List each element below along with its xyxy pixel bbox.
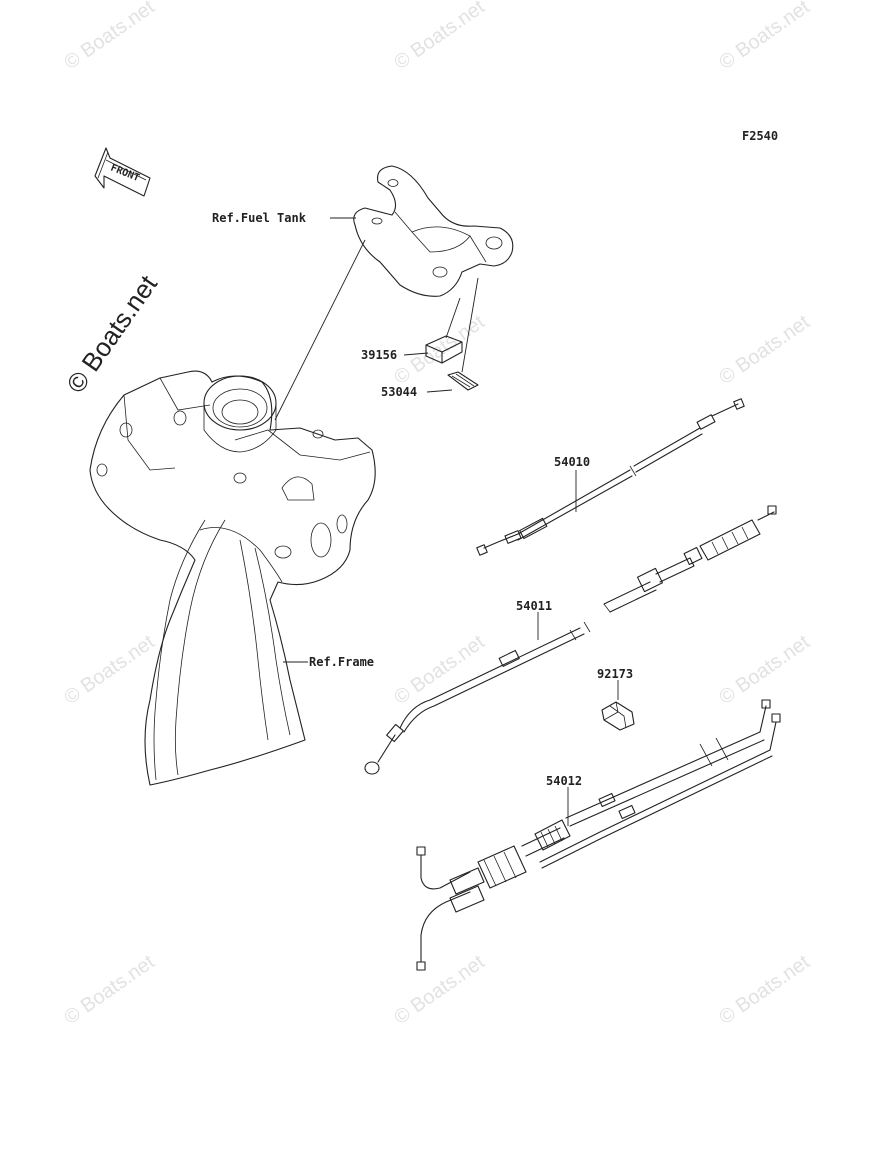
label-39156: 39156 [361, 348, 397, 362]
part-54010-cable [476, 398, 745, 556]
frame-outline [89, 370, 376, 786]
ref-frame-label: Ref.Frame [309, 655, 374, 669]
label-92173: 92173 [597, 667, 633, 681]
watermark-text: © Boats.net [715, 0, 814, 74]
label-54011: 54011 [516, 599, 552, 613]
watermark-text: © Boats.net [715, 951, 814, 1029]
watermark-text: © Boats.net [60, 631, 159, 709]
watermark-text: © Boats.net [390, 631, 489, 709]
ref-fuel-tank-label: Ref.Fuel Tank [212, 211, 307, 225]
watermark-text: © Boats.net [390, 0, 489, 74]
watermark-text: © Boats.net [390, 951, 489, 1029]
watermark-text: © Boats.net [60, 0, 159, 74]
part-39156-pad [425, 335, 463, 364]
watermark-text: © Boats.net [715, 631, 814, 709]
part-54012-throttle-cables [416, 699, 781, 971]
watermark-main-text: © Boats.net [60, 269, 163, 398]
watermark-grid: © Boats.net © Boats.net © Boats.net © Bo… [60, 0, 814, 1029]
part-92173-clamp [601, 701, 635, 731]
front-direction-arrow: FRONT [94, 147, 151, 197]
label-53044: 53044 [381, 385, 417, 399]
part-54011-cable [364, 505, 777, 775]
watermark-main: © Boats.net [60, 269, 163, 398]
diagram-code: F2540 [742, 129, 778, 143]
label-54010: 54010 [554, 455, 590, 469]
watermark-text: © Boats.net [390, 311, 489, 389]
fuel-tank-bracket [353, 165, 514, 297]
watermark-text: © Boats.net [715, 311, 814, 389]
label-54012: 54012 [546, 774, 582, 788]
watermark-text: © Boats.net [60, 951, 159, 1029]
part-53044-strip [447, 371, 479, 391]
